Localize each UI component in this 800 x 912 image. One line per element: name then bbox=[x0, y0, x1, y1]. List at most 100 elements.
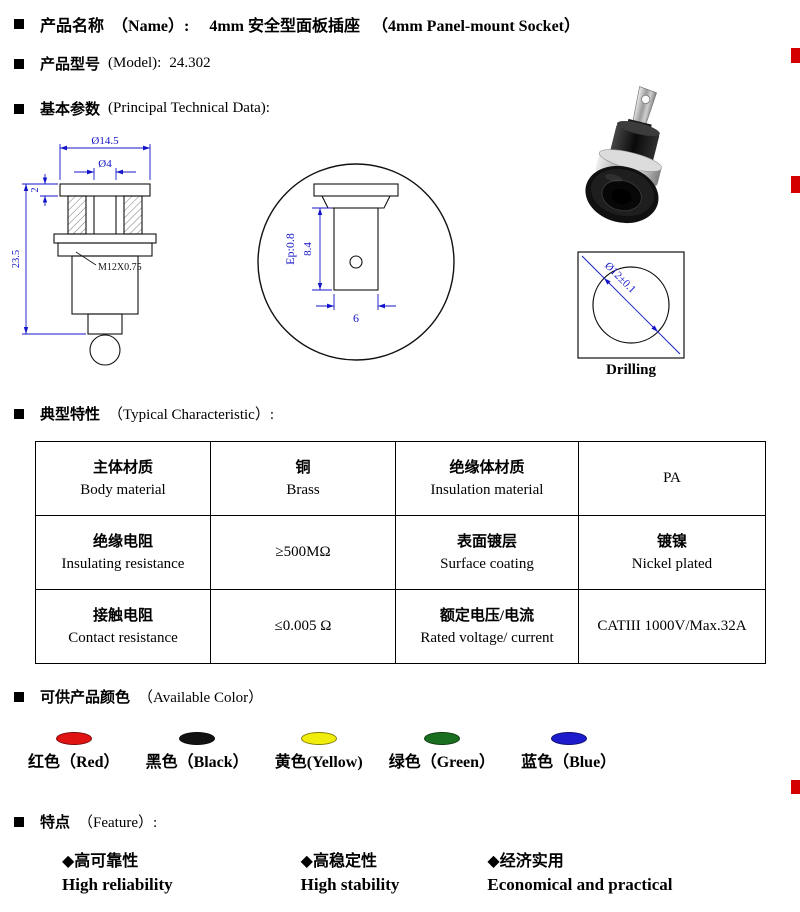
feature-heading-en: （Feature）: bbox=[78, 815, 158, 831]
detail-dimensions: 6 8.4 Ep:0.8 bbox=[283, 207, 396, 325]
dim-lip-label: 2 bbox=[30, 188, 41, 193]
product-name-value: 4mm 安全型面板插座 bbox=[209, 18, 361, 35]
left-technical-drawing: Ø14.5 Ø4 2 23.5 M12X0.75 bbox=[11, 135, 157, 366]
dim-flange-label: Ø14.5 bbox=[91, 135, 119, 147]
cell-en: Body material bbox=[80, 482, 166, 498]
product-name-value-en: （4mm Panel-mount Socket） bbox=[372, 18, 581, 35]
colors-heading-en: （Available Color） bbox=[138, 690, 264, 706]
cell-cn: 绝缘电阻 bbox=[92, 533, 153, 550]
socket-hole bbox=[611, 188, 632, 205]
cell-cn: 接触电阻 bbox=[92, 607, 153, 624]
table-cell: 绝缘体材质 Insulation material bbox=[395, 441, 579, 516]
section-bullet-icon bbox=[14, 408, 24, 419]
model-value: 24.302 bbox=[169, 55, 211, 71]
thread-callout: M12X0.75 bbox=[75, 251, 142, 273]
color-label: 绿色（Green） bbox=[388, 754, 496, 771]
color-swatch-black bbox=[179, 732, 216, 745]
tab-hole bbox=[641, 94, 651, 105]
feature-item: ◆经济实用 Economical and practical bbox=[487, 850, 672, 897]
table-row: 主体材质 Body material 铜 Brass 绝缘体材质 Insulat… bbox=[35, 441, 766, 516]
cell-en: ≤0.005 Ω bbox=[274, 618, 332, 635]
feature-cn: ◆高可靠性 bbox=[62, 853, 139, 870]
basic-params-label: 基本参数 bbox=[40, 102, 101, 118]
cell-en: Insulating resistance bbox=[61, 556, 185, 572]
cell-cn: 主体材质 bbox=[92, 459, 153, 476]
cell-cn: 镀镍 bbox=[656, 533, 687, 550]
dim-bore-label: Ø4 bbox=[98, 158, 112, 170]
edge-mark bbox=[791, 176, 800, 193]
section-bullet-icon bbox=[14, 103, 24, 114]
section-bullet-icon bbox=[14, 816, 24, 827]
dimension-lines: Ø14.5 Ø4 2 23.5 bbox=[11, 135, 151, 335]
feature-heading-row: 特点 （Feature）: bbox=[14, 811, 157, 832]
color-swatch-yellow bbox=[300, 732, 337, 745]
feature-en: High stability bbox=[300, 875, 400, 894]
colors-heading: 可供产品颜色 bbox=[40, 690, 131, 706]
drilling-dimension: Ø12±0.1 bbox=[581, 255, 681, 355]
cell-en: Insulation material bbox=[430, 482, 544, 498]
table-cell: CATIII 1000V/Max.32A bbox=[578, 589, 766, 664]
drilling-diagram: Ø12±0.1 bbox=[577, 251, 685, 359]
feature-list: ◆高可靠性 High reliability ◆高稳定性 High stabil… bbox=[0, 850, 800, 897]
feature-item: ◆高稳定性 High stability bbox=[301, 850, 400, 897]
color-label: 红色（Red） bbox=[28, 754, 120, 771]
cell-en: ≥500MΩ bbox=[275, 544, 331, 561]
model-label-en: (Model): bbox=[108, 55, 162, 71]
product-name-label-en: （Name）: bbox=[112, 18, 190, 35]
section-bullet-icon bbox=[14, 691, 24, 702]
basic-params-label-en: (Principal Technical Data): bbox=[108, 100, 270, 116]
cell-en: Surface coating bbox=[440, 556, 534, 572]
drilling-caption: Drilling bbox=[605, 362, 656, 378]
table-cell: ≤0.005 Ω bbox=[210, 589, 396, 664]
feature-en: Economical and practical bbox=[487, 875, 673, 894]
detail-part-outline bbox=[313, 183, 399, 291]
detail-drawing: 6 8.4 Ep:0.8 bbox=[257, 163, 455, 361]
color-swatch-red bbox=[55, 732, 92, 745]
product-photo bbox=[585, 86, 662, 224]
dim-ep-label: Ep:0.8 bbox=[283, 233, 297, 265]
colors-heading-row: 可供产品颜色 （Available Color） bbox=[14, 686, 263, 707]
dim-width-label: 6 bbox=[353, 311, 359, 325]
table-row: 接触电阻 Contact resistance ≤0.005 Ω 额定电压/电流… bbox=[35, 589, 766, 664]
table-cell: 绝缘电阻 Insulating resistance bbox=[35, 515, 211, 590]
characteristics-heading-row: 典型特性 （Typical Characteristic）: bbox=[14, 403, 274, 424]
feature-en: High reliability bbox=[62, 875, 173, 894]
table-cell: 额定电压/电流 Rated voltage/ current bbox=[395, 589, 579, 664]
feature-cn: ◆高稳定性 bbox=[300, 853, 377, 870]
table-cell: ≥500MΩ bbox=[210, 515, 396, 590]
feature-cn: ◆经济实用 bbox=[487, 853, 564, 870]
feature-item: ◆高可靠性 High reliability bbox=[62, 850, 173, 897]
cell-cn: 绝缘体材质 bbox=[449, 459, 525, 476]
cell-en: PA bbox=[663, 470, 681, 487]
edge-mark bbox=[791, 48, 800, 63]
dim-depth-label: 8.4 bbox=[302, 242, 314, 256]
color-item-green: 绿色（Green） bbox=[389, 732, 495, 772]
cell-en: Brass bbox=[286, 482, 320, 498]
cell-en: Contact resistance bbox=[68, 630, 178, 646]
cell-cn: 铜 bbox=[295, 459, 311, 476]
feature-heading: 特点 bbox=[40, 815, 71, 831]
characteristics-table: 主体材质 Body material 铜 Brass 绝缘体材质 Insulat… bbox=[35, 441, 766, 664]
color-item-black: 黑色（Black） bbox=[146, 732, 249, 772]
dim-height-label: 23.5 bbox=[11, 250, 22, 268]
cell-en: Rated voltage/ current bbox=[420, 630, 554, 646]
cell-en: CATIII 1000V/Max.32A bbox=[597, 618, 747, 635]
product-model-row: 产品型号 (Model): 24.302 bbox=[14, 53, 211, 74]
table-cell: 主体材质 Body material bbox=[35, 441, 211, 516]
drilling-diameter-label: Ø12±0.1 bbox=[602, 260, 638, 296]
color-swatch-blue bbox=[550, 732, 587, 745]
color-item-red: 红色（Red） bbox=[28, 732, 120, 772]
characteristics-heading: 典型特性 bbox=[40, 407, 101, 423]
cell-cn: 额定电压/电流 bbox=[439, 607, 535, 624]
product-name-label: 产品名称 bbox=[40, 18, 105, 35]
color-item-yellow: 黄色(Yellow) bbox=[275, 732, 363, 772]
color-swatch-green bbox=[423, 732, 460, 745]
color-item-blue: 蓝色（Blue） bbox=[521, 732, 616, 772]
table-cell: 铜 Brass bbox=[210, 441, 396, 516]
section-bullet-icon bbox=[14, 58, 24, 69]
cell-en: Nickel plated bbox=[631, 556, 713, 572]
basic-params-row: 基本参数 (Principal Technical Data): bbox=[14, 98, 270, 119]
color-label: 蓝色（Blue） bbox=[521, 754, 617, 771]
table-cell: 接触电阻 Contact resistance bbox=[35, 589, 211, 664]
table-cell: PA bbox=[578, 441, 766, 516]
